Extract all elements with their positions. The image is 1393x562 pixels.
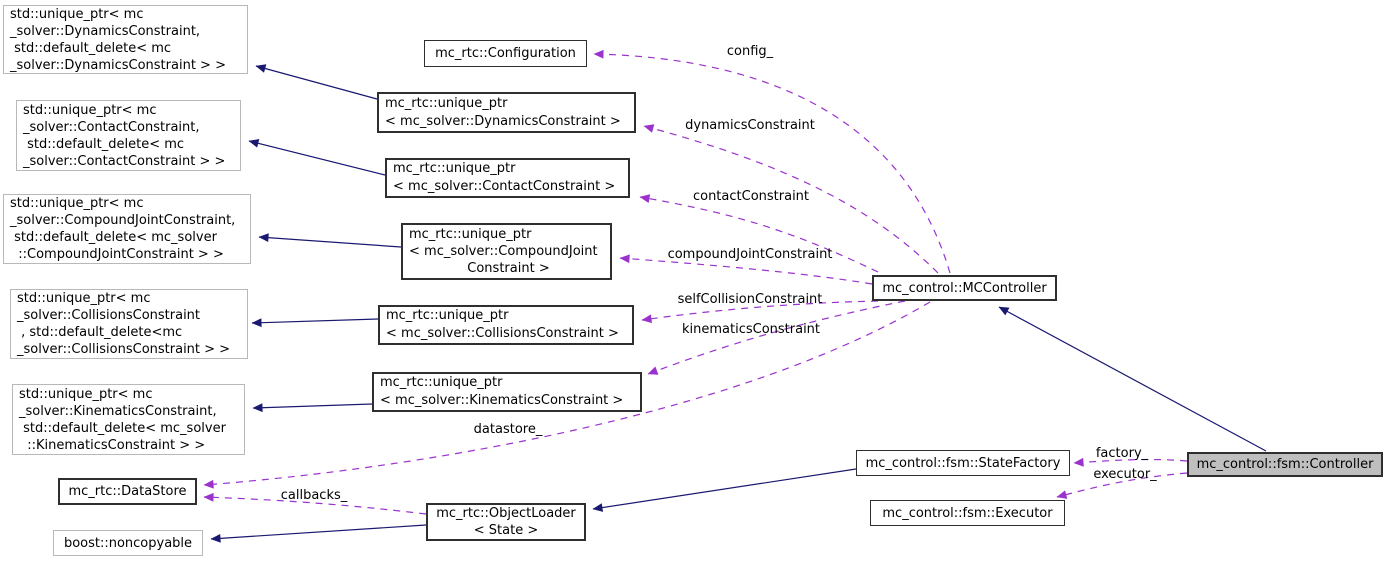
node-uptr-kinematics-constraint[interactable]: mc_rtc::unique_ptr < mc_solver::Kinemati… — [372, 372, 642, 412]
node-text-line: std::default_delete< mc_solver — [19, 420, 226, 436]
node-boost-noncopyable: boost::noncopyable — [53, 530, 203, 556]
node-label: mc_rtc::DataStore — [68, 484, 187, 499]
node-fsm-statefactory[interactable]: mc_control::fsm::StateFactory — [856, 450, 1070, 476]
edge-label-factory: factory_ — [1095, 446, 1149, 461]
node-text-line: ::KinematicsConstraint > > — [19, 437, 206, 453]
edge-kinematics-constraint — [647, 300, 906, 375]
node-text-line: _solver::CollisionsConstraint > > — [17, 342, 231, 357]
edge-objectloader-to-noncopyable — [210, 524, 427, 543]
node-text-line: mc_rtc::unique_ptr — [393, 161, 516, 176]
node-uptr-contact-constraint[interactable]: mc_rtc::unique_ptr < mc_solver::ContactC… — [385, 158, 630, 198]
edge-contact-constraint — [639, 194, 879, 273]
node-label: mc_control::fsm::Executor — [882, 505, 1053, 521]
node-text-line: _solver::DynamicsConstraint, — [10, 23, 201, 39]
node-text-line: mc_rtc::unique_ptr — [380, 375, 503, 390]
node-text-line: < mc_solver::KinematicsConstraint > — [380, 393, 624, 408]
edge-label-datastore: datastore_ — [473, 422, 543, 437]
node-label: mc_control::fsm::StateFactory — [865, 455, 1061, 471]
edge-label-contact-constraint: contactConstraint — [692, 189, 810, 204]
node-uptr-collisions-constraint[interactable]: mc_rtc::unique_ptr < mc_solver::Collisio… — [378, 305, 634, 345]
node-text-line: std::default_delete< mc — [23, 136, 185, 152]
node-text-line: _solver::DynamicsConstraint > > — [10, 57, 226, 73]
node-std-unique-ptr-contact: std::unique_ptr< mc _solver::ContactCons… — [16, 100, 241, 171]
edge-uptr-compound-to-std — [258, 233, 402, 248]
edge-label-callbacks: callbacks_ — [280, 488, 348, 503]
node-text-line: _solver::ContactConstraint, — [23, 119, 200, 135]
edge-callbacks — [203, 492, 427, 515]
edge-label-dynamics-constraint: dynamicsConstraint — [685, 118, 815, 133]
node-text-line: std::unique_ptr< mc — [19, 386, 153, 402]
node-std-unique-ptr-collisions: std::unique_ptr< mc _solver::CollisionsC… — [10, 289, 248, 359]
edge-factory — [1073, 457, 1188, 467]
node-mc-controller[interactable]: mc_control::MCController — [872, 275, 1057, 301]
node-text-line: std::unique_ptr< mc — [17, 291, 151, 306]
edge-datastore — [203, 301, 931, 489]
edge-self-collision-constraint — [641, 300, 879, 324]
node-text-line: < mc_solver::ContactConstraint > — [393, 179, 616, 194]
node-text-line: < State > — [473, 523, 539, 538]
node-text-line: std::default_delete< mc_solver — [10, 230, 217, 245]
edge-label-compound-joint-constraint: compoundJointConstraint — [667, 247, 833, 262]
node-fsm-controller-highlighted: mc_control::fsm::Controller — [1187, 452, 1383, 477]
node-label: mc_control::MCController — [882, 280, 1047, 296]
edge-config — [593, 49, 951, 274]
node-text-line: _solver::ContactConstraint > > — [23, 153, 226, 169]
node-label: mc_rtc::Configuration — [435, 46, 576, 61]
node-fsm-executor[interactable]: mc_control::fsm::Executor — [870, 500, 1065, 526]
node-text-line: std::default_delete< mc — [10, 40, 172, 56]
edge-statefactory-to-objectloader — [592, 468, 857, 512]
node-text-line: mc_rtc::unique_ptr — [385, 95, 508, 111]
edge-dynamics-constraint — [643, 124, 939, 274]
node-text-line: _solver::CompoundJointConstraint, — [10, 213, 236, 228]
node-label: mc_control::fsm::Controller — [1196, 457, 1374, 472]
node-mc-rtc-datastore[interactable]: mc_rtc::DataStore — [58, 478, 197, 505]
node-text-line: < mc_solver::CompoundJoint — [409, 244, 598, 259]
edge-uptr-kinematics-to-std — [252, 403, 373, 413]
node-text-line: mc_rtc::ObjectLoader — [436, 506, 576, 521]
edge-uptr-collisions-to-std — [251, 318, 379, 328]
node-text-line: Constraint > — [467, 261, 550, 276]
node-uptr-dynamics-constraint[interactable]: mc_rtc::unique_ptr < mc_solver::Dynamics… — [377, 92, 636, 133]
node-text-line: mc_rtc::unique_ptr — [409, 227, 532, 242]
edge-uptr-contact-to-std — [248, 139, 386, 176]
node-text-line: , std::default_delete<mc — [17, 325, 183, 340]
edge-label-config: config_ — [726, 44, 774, 59]
node-std-unique-ptr-kinematics: std::unique_ptr< mc _solver::KinematicsC… — [12, 384, 245, 455]
node-text-line: ::CompoundJointConstraint > > — [10, 247, 224, 262]
node-text-line: mc_rtc::unique_ptr — [386, 308, 509, 323]
node-uptr-compound-joint-constraint[interactable]: mc_rtc::unique_ptr < mc_solver::Compound… — [401, 223, 612, 280]
node-text-line: std::unique_ptr< mc — [23, 102, 157, 118]
edge-label-self-collision-constraint: selfCollisionConstraint — [677, 292, 823, 307]
edge-executor — [1056, 472, 1188, 499]
node-std-unique-ptr-compound-joint: std::unique_ptr< mc _solver::CompoundJoi… — [3, 194, 251, 264]
edge-compound-joint-constraint — [619, 254, 873, 285]
edge-fsm-controller-to-mccontroller — [998, 306, 1267, 452]
node-text-line: _solver::CollisionsConstraint — [17, 308, 201, 323]
edge-uptr-dynamics-to-std — [255, 64, 378, 100]
node-text-line: < mc_solver::CollisionsConstraint > — [386, 326, 619, 341]
node-text-line: _solver::KinematicsConstraint, — [19, 403, 217, 419]
node-text-line: std::unique_ptr< mc — [10, 6, 144, 22]
node-label: boost::noncopyable — [63, 535, 193, 551]
node-mc-rtc-configuration[interactable]: mc_rtc::Configuration — [424, 40, 587, 67]
node-std-unique-ptr-dynamics: std::unique_ptr< mc _solver::DynamicsCon… — [3, 5, 248, 74]
node-text-line: std::unique_ptr< mc — [10, 196, 144, 211]
node-text-line: < mc_solver::DynamicsConstraint > — [385, 113, 621, 129]
edge-label-executor: executor_ — [1093, 467, 1157, 482]
node-mc-rtc-objectloader-state[interactable]: mc_rtc::ObjectLoader < State > — [426, 503, 586, 541]
edge-label-kinematics-constraint: kinematicsConstraint — [681, 322, 821, 337]
